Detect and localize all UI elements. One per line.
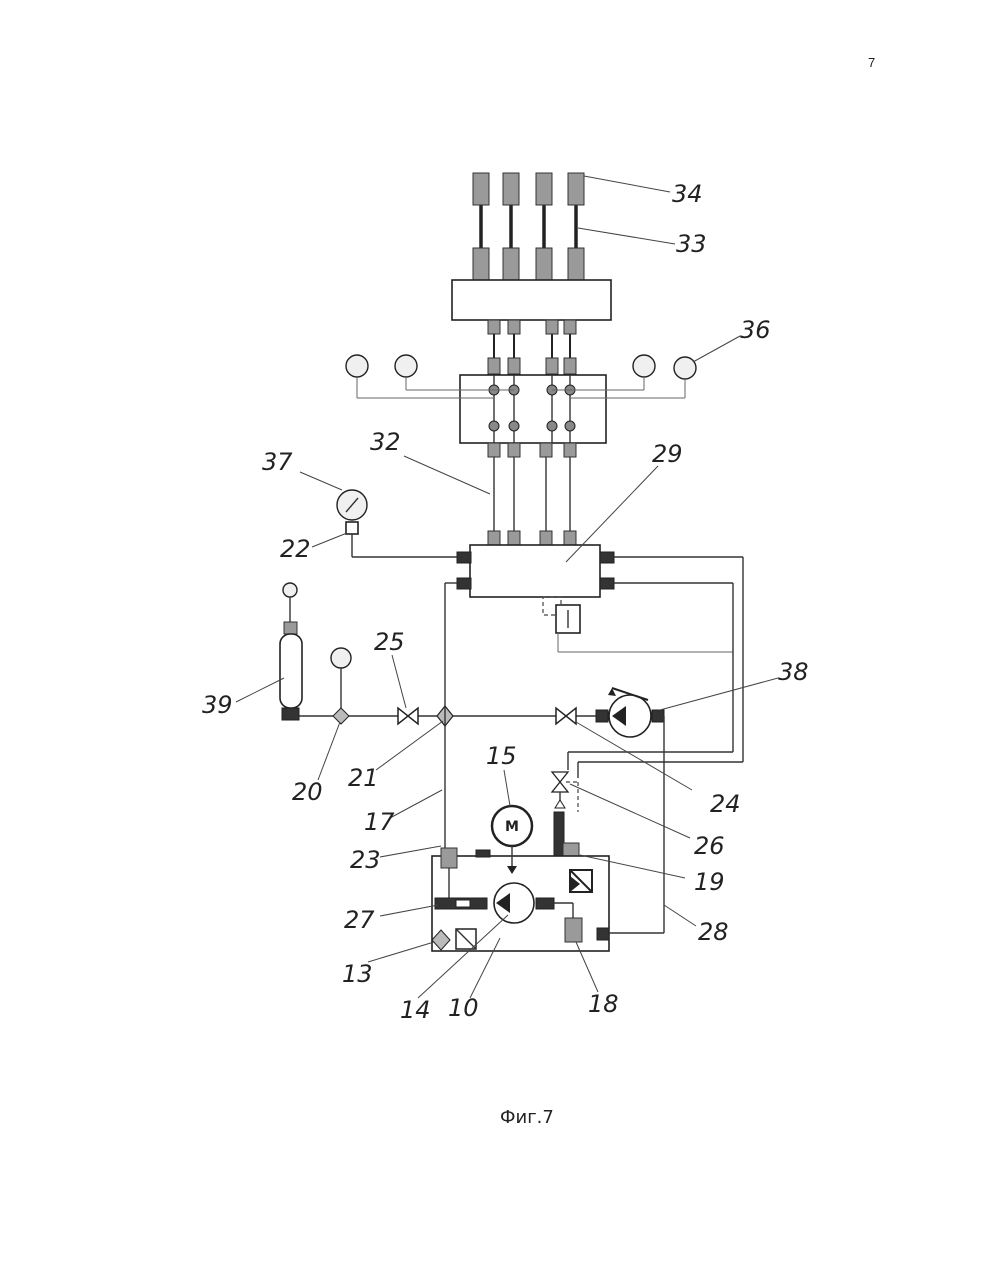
label-20: 20 bbox=[292, 778, 323, 806]
label-15: 15 bbox=[486, 742, 517, 770]
figure-caption: Фиг.7 bbox=[500, 1107, 554, 1128]
label-38: 38 bbox=[778, 658, 809, 686]
leader-lines bbox=[235, 175, 779, 999]
valve-24 bbox=[555, 706, 577, 726]
label-33: 33 bbox=[676, 230, 707, 258]
hose-manifold-block bbox=[451, 279, 612, 321]
page-number: 7 bbox=[868, 55, 876, 70]
gauge-37 bbox=[336, 489, 457, 558]
label-10: 10 bbox=[448, 994, 479, 1022]
hoses-33 bbox=[479, 205, 578, 248]
manifold-outlet-fittings bbox=[487, 319, 577, 375]
tank-components bbox=[431, 847, 664, 951]
block-29-ports bbox=[456, 551, 615, 590]
label-25: 25 bbox=[374, 628, 405, 656]
connectors-34 bbox=[472, 172, 585, 281]
label-18: 18 bbox=[588, 990, 619, 1018]
motor-15: M bbox=[490, 804, 534, 874]
reference-labels: 34 33 36 32 29 37 22 25 38 39 20 21 15 2… bbox=[202, 180, 809, 1024]
gauges-36 bbox=[345, 354, 697, 399]
label-28: 28 bbox=[698, 918, 729, 946]
accumulator-39 bbox=[279, 582, 303, 721]
label-22: 22 bbox=[280, 535, 311, 563]
label-39: 39 bbox=[202, 691, 233, 719]
tee-20 bbox=[330, 647, 352, 725]
label-26: 26 bbox=[694, 832, 725, 860]
motor-symbol: M bbox=[505, 819, 519, 835]
label-17: 17 bbox=[364, 808, 395, 836]
label-36: 36 bbox=[740, 316, 771, 344]
label-21: 21 bbox=[348, 764, 379, 792]
label-34: 34 bbox=[672, 180, 703, 208]
valve-26 bbox=[550, 771, 579, 812]
filter-13 bbox=[431, 929, 451, 951]
label-32: 32 bbox=[370, 428, 401, 456]
lines-32 bbox=[487, 442, 577, 546]
relief-valve bbox=[542, 596, 733, 653]
label-24: 24 bbox=[710, 790, 741, 818]
label-27: 27 bbox=[344, 906, 375, 934]
label-23: 23 bbox=[350, 846, 381, 874]
valve-block bbox=[459, 374, 607, 444]
pump-38 bbox=[595, 687, 665, 933]
return-lines bbox=[567, 556, 744, 778]
label-19: 19 bbox=[694, 868, 725, 896]
label-14: 14 bbox=[400, 996, 431, 1024]
distribution-block-29 bbox=[469, 544, 601, 598]
label-13: 13 bbox=[342, 960, 373, 988]
label-37: 37 bbox=[262, 448, 293, 476]
label-29: 29 bbox=[652, 440, 683, 468]
junction-21 bbox=[436, 705, 454, 727]
valve-25 bbox=[397, 706, 419, 726]
